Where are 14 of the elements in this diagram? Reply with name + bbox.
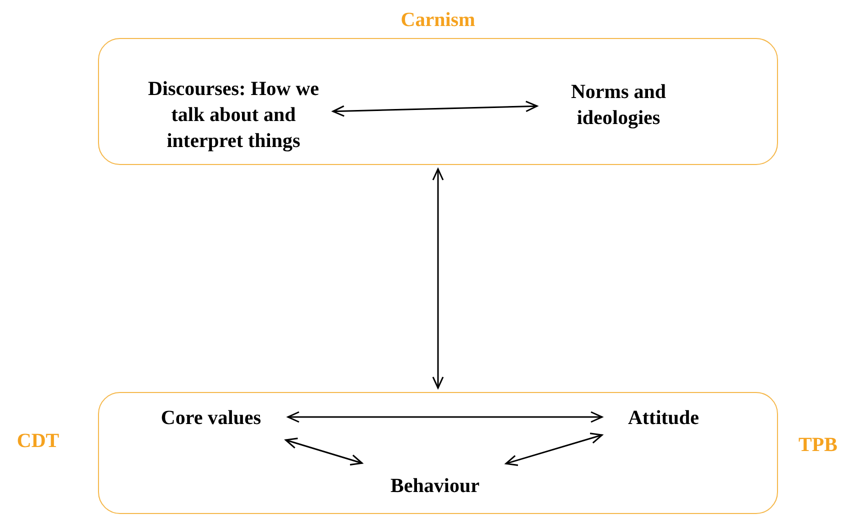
node-text: Attitude [611,403,716,433]
node-text: Core values [141,403,281,433]
double-arrow [332,100,538,117]
double-arrow [285,438,363,466]
group-box [98,392,778,514]
double-arrow [432,168,444,389]
node-text: Behaviour [371,471,499,501]
double-arrow [287,411,603,423]
theory-label: TPB [798,433,838,458]
node-text: Discourses: How we talk about and interpret things [141,75,326,155]
theory-label: CDT [16,429,60,454]
node-text: Norms and ideologies [546,77,691,133]
double-arrow [505,432,603,466]
group-title: Carnism [400,8,476,33]
